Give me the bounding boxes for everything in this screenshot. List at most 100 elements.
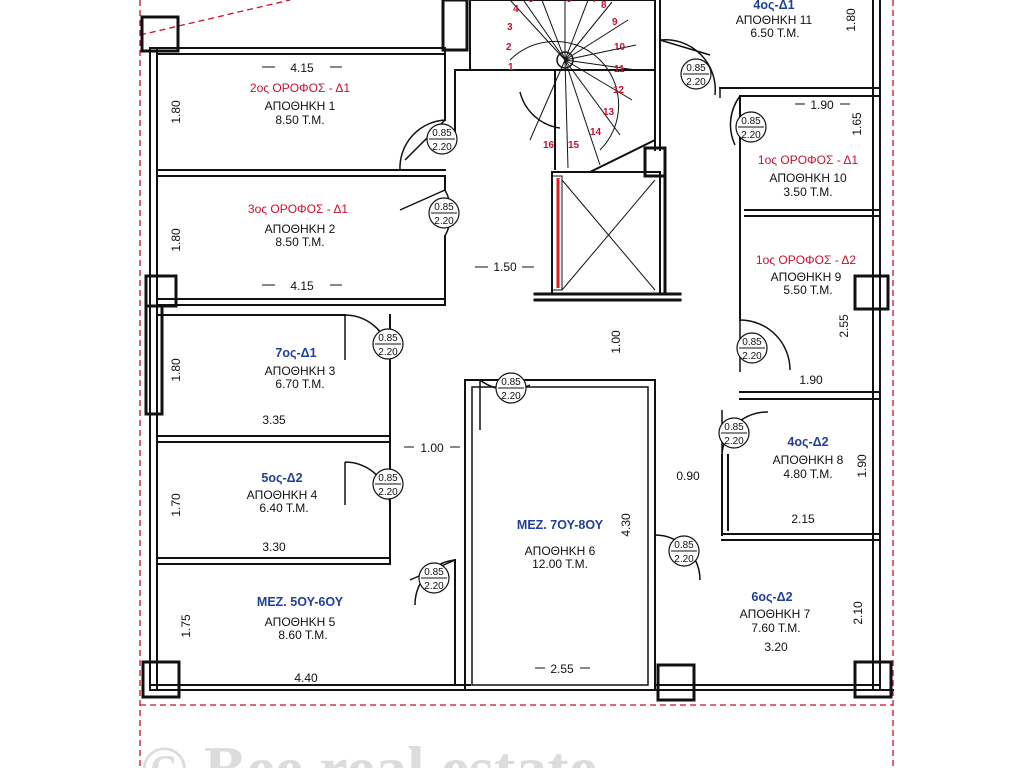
- door-tag-3: 0.85 2.20: [372, 328, 404, 360]
- door-tag-5: 0.85 2.20: [418, 562, 450, 594]
- svg-text:2.20: 2.20: [741, 130, 761, 141]
- svg-text:0.85: 0.85: [378, 473, 398, 484]
- room-5-floor: ΜΕΖ. 5ΟΥ-6ΟΥ: [257, 595, 344, 609]
- stair-step-1: 1: [508, 62, 514, 73]
- room-11-name: ΑΠΟΘΗΚΗ 11: [736, 13, 813, 27]
- dim-r4-width: 3.30: [262, 540, 286, 554]
- svg-text:0.85: 0.85: [378, 333, 398, 344]
- stair-step-12: 12: [613, 85, 625, 96]
- svg-text:2.20: 2.20: [724, 436, 744, 447]
- room-8-area: 4.80 Τ.Μ.: [783, 467, 832, 481]
- stair-step-16: 16: [543, 140, 555, 151]
- svg-text:2.20: 2.20: [674, 554, 694, 565]
- door-tag-8: 0.85 2.20: [718, 417, 750, 449]
- dim-r5-width: 4.40: [294, 671, 318, 685]
- svg-text:2.20: 2.20: [501, 391, 521, 402]
- svg-text:0.85: 0.85: [674, 540, 694, 551]
- room-1-label: 2ος ΟΡΟΦΟΣ - Δ1 ΑΠΟΘΗΚΗ 1 8.50 Τ.Μ.: [250, 81, 350, 127]
- room-3-floor: 7ος-Δ1: [275, 346, 316, 360]
- svg-text:0.85: 0.85: [424, 567, 444, 578]
- dim-r2-height: 1.80: [169, 228, 183, 252]
- dim-r3-width: 3.35: [262, 413, 286, 427]
- room-5-area: 8.60 Τ.Μ.: [278, 628, 327, 642]
- room-7-name: ΑΠΟΘΗΚΗ 7: [740, 607, 811, 621]
- door-tag-6: 0.85 2.20: [495, 372, 527, 404]
- room-3-name: ΑΠΟΘΗΚΗ 3: [265, 364, 336, 378]
- dim-r10-width: 1.90: [810, 98, 834, 112]
- room-9-area: 5.50 Τ.Μ.: [783, 283, 832, 297]
- room-10-area: 3.50 Τ.Μ.: [783, 185, 832, 199]
- dim-r6-width: 2.55: [550, 662, 574, 676]
- stair-step-8: 8: [601, 0, 607, 11]
- room-2-name: ΑΠΟΘΗΚΗ 2: [265, 222, 336, 236]
- dim-r1-height: 1.80: [169, 100, 183, 124]
- dim-r8-width: 2.15: [791, 512, 815, 526]
- room-1-name: ΑΠΟΘΗΚΗ 1: [265, 99, 336, 113]
- dimension-dashes: [262, 66, 850, 669]
- stair-step-15: 15: [568, 140, 580, 151]
- dim-r10-height: 1.65: [850, 112, 864, 136]
- room-11-label: 4ος-Δ1 ΑΠΟΘΗΚΗ 11 6.50 Τ.Μ.: [736, 0, 813, 40]
- door-tag-4: 0.85 2.20: [372, 468, 404, 500]
- room-2-label: 3ος ΟΡΟΦΟΣ - Δ1 ΑΠΟΘΗΚΗ 2 8.50 Τ.Μ.: [248, 202, 348, 249]
- stair-step-3: 3: [507, 22, 513, 33]
- dim-gap: 0.90: [676, 469, 700, 483]
- stair-step-10: 10: [614, 42, 626, 53]
- svg-text:2.20: 2.20: [424, 581, 444, 592]
- svg-text:0.85: 0.85: [742, 337, 762, 348]
- svg-text:2.20: 2.20: [742, 351, 762, 362]
- dim-r1-width: 4.15: [290, 61, 314, 75]
- room-2-floor: 3ος ΟΡΟΦΟΣ - Δ1: [248, 202, 348, 216]
- room-9-name: ΑΠΟΘΗΚΗ 9: [771, 270, 842, 284]
- room-10-name: ΑΠΟΘΗΚΗ 10: [769, 171, 847, 185]
- door-tag-9: 0.85 2.20: [736, 332, 768, 364]
- room-7-floor: 6ος-Δ2: [751, 590, 792, 604]
- svg-text:0.85: 0.85: [686, 63, 706, 74]
- room-10-floor: 1ος ΟΡΟΦΟΣ - Δ1: [758, 153, 858, 167]
- svg-text:0.85: 0.85: [501, 377, 521, 388]
- room-9-label: 1ος ΟΡΟΦΟΣ - Δ2 ΑΠΟΘΗΚΗ 9 5.50 Τ.Μ.: [756, 253, 856, 297]
- room-9-floor: 1ος ΟΡΟΦΟΣ - Δ2: [756, 253, 856, 267]
- room-1-area: 8.50 Τ.Μ.: [275, 113, 324, 127]
- room-8-label: 4ος-Δ2 ΑΠΟΘΗΚΗ 8 4.80 Τ.Μ.: [773, 435, 844, 481]
- room-3-label: 7ος-Δ1 ΑΠΟΘΗΚΗ 3 6.70 Τ.Μ.: [265, 346, 336, 391]
- property-boundary: [139, 0, 894, 768]
- dim-r11-height: 1.80: [844, 8, 858, 32]
- room-8-name: ΑΠΟΘΗΚΗ 8: [773, 453, 844, 467]
- door-tag-11: 0.85 2.20: [680, 58, 712, 90]
- svg-text:0.85: 0.85: [432, 128, 452, 139]
- room-4-floor: 5ος-Δ2: [261, 471, 302, 485]
- door-tag-1: 0.85 2.20: [426, 123, 458, 155]
- svg-text:0.85: 0.85: [741, 116, 761, 127]
- room-4-area: 6.40 Τ.Μ.: [259, 501, 308, 515]
- dim-stair-width: 1.50: [493, 260, 517, 274]
- room-7-area: 7.60 Τ.Μ.: [751, 621, 800, 635]
- room-4-label: 5ος-Δ2 ΑΠΟΘΗΚΗ 4 6.40 Τ.Μ.: [247, 471, 318, 515]
- stair-step-13: 13: [603, 107, 615, 118]
- dim-r7-width: 3.20: [764, 640, 788, 654]
- room-6-name: ΑΠΟΘΗΚΗ 6: [525, 544, 596, 558]
- room-4-name: ΑΠΟΘΗΚΗ 4: [247, 488, 318, 502]
- stair-step-14: 14: [590, 127, 602, 138]
- svg-text:2.20: 2.20: [434, 216, 454, 227]
- room-7-label: 6ος-Δ2 ΑΠΟΘΗΚΗ 7 7.60 Τ.Μ.: [740, 590, 811, 635]
- door-tag-2: 0.85 2.20: [428, 197, 460, 229]
- dim-r8-height: 1.90: [855, 454, 869, 478]
- watermark: © Bee real estate: [140, 733, 597, 768]
- dim-r6-height: 4.30: [619, 513, 633, 537]
- dim-r4-height: 1.70: [169, 493, 183, 517]
- door-tags: 0.85 2.20 0.85 2.20 0.85 2.20 0.85 2.20 …: [372, 58, 768, 594]
- dim-corridor: 1.00: [420, 441, 444, 455]
- dim-r9-height: 2.55: [837, 314, 851, 338]
- room-6-label: ΜΕΖ. 7ΟΥ-8ΟΥ ΑΠΟΘΗΚΗ 6 12.00 Τ.Μ.: [517, 518, 604, 571]
- room-2-area: 8.50 Τ.Μ.: [275, 235, 324, 249]
- svg-text:2.20: 2.20: [378, 347, 398, 358]
- room-5-label: ΜΕΖ. 5ΟΥ-6ΟΥ ΑΠΟΘΗΚΗ 5 8.60 Τ.Μ.: [257, 595, 344, 642]
- stair-step-numbers: 1 2 3 4 5 6 7 8 9 10 11 12 13 14 15 16: [506, 0, 626, 151]
- dim-r3-height: 1.80: [169, 358, 183, 382]
- room-1-floor: 2ος ΟΡΟΦΟΣ - Δ1: [250, 81, 350, 95]
- dim-r5-height: 1.75: [179, 614, 193, 638]
- dim-r9-width: 1.90: [799, 373, 823, 387]
- structural-columns: [140, 0, 893, 702]
- spiral-staircase: [469, 0, 656, 173]
